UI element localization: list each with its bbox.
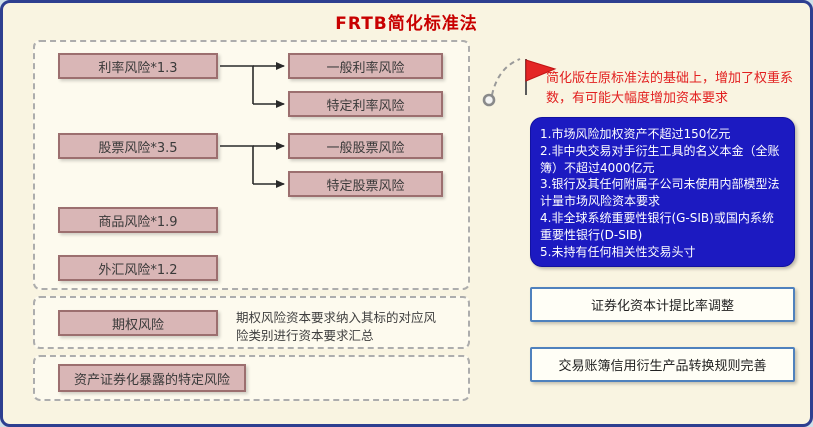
- condition-item: 4.非全球系统重要性银行(G-SIB)或国内系统重要性银行(D-SIB): [540, 210, 774, 242]
- securitization-ratio-box: 证券化资本计提比率调整: [530, 287, 795, 322]
- credit-derivative-rule-box: 交易账簿信用衍生产品转换规则完善: [530, 347, 795, 382]
- specific-interest-risk-box: 特定利率风险: [288, 91, 443, 117]
- interest-risk-box: 利率风险*1.3: [58, 53, 218, 79]
- general-equity-risk-box: 一般股票风险: [288, 133, 443, 159]
- page-title: FRTB简化标准法: [335, 14, 478, 34]
- callout-circle-marker: [482, 93, 496, 107]
- equity-risk-box: 股票风险*3.5: [58, 133, 218, 159]
- fx-risk-box: 外汇风险*1.2: [58, 255, 218, 281]
- condition-item: 1.市场风险加权资产不超过150亿元: [540, 127, 731, 141]
- general-interest-risk-box: 一般利率风险: [288, 53, 443, 79]
- condition-item: 2.非中央交易对手衍生工具的名义本金（全账簿）不超过4000亿元: [540, 143, 780, 175]
- option-risk-box: 期权风险: [58, 310, 218, 336]
- conditions-panel: 1.市场风险加权资产不超过150亿元 2.非中央交易对手衍生工具的名义本金（全账…: [530, 117, 795, 267]
- condition-item: 3.银行及其任何附属子公司未使用内部模型法计量市场风险资本要求: [540, 177, 780, 209]
- securitization-risk-box: 资产证券化暴露的特定风险: [58, 364, 246, 392]
- dashed-callout-line: [491, 58, 521, 96]
- specific-equity-risk-box: 特定股票风险: [288, 171, 443, 197]
- flag-callout-note: 简化版在原标准法的基础上，增加了权重系数，有可能大幅度增加资本要求: [546, 71, 794, 106]
- condition-item: 5.未持有任何相关性交易头寸: [540, 244, 696, 259]
- commodity-risk-box: 商品风险*1.9: [58, 207, 218, 233]
- option-risk-note: 期权风险资本要求纳入其标的对应风险类别进行资本要求汇总: [236, 310, 437, 344]
